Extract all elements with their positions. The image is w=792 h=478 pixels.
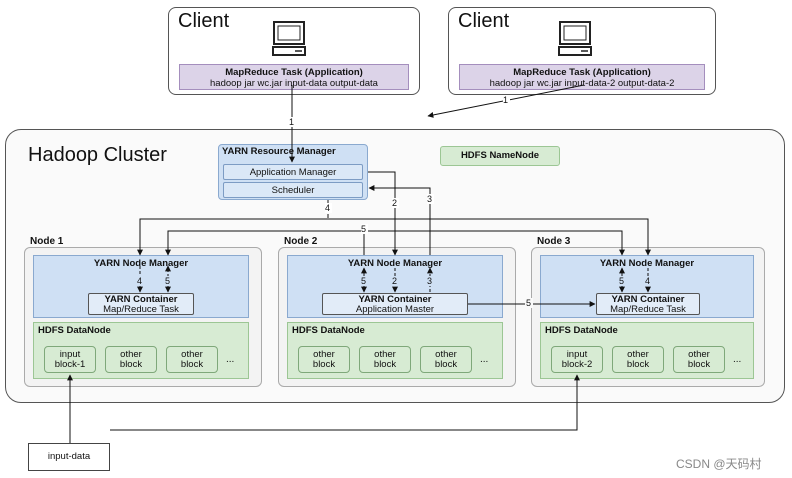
client-title: Client — [458, 10, 510, 32]
arrow-node2-to-scheduler — [368, 185, 431, 255]
arrow-input-to-block2 — [110, 374, 580, 431]
block-line: other — [435, 348, 457, 360]
arrow-label: 5 — [165, 276, 170, 286]
arrow-label: 3 — [427, 276, 432, 286]
arrow-label: 3 — [427, 194, 432, 204]
cluster-title: Hadoop Cluster — [28, 144, 167, 166]
node-manager-title: YARN Node Manager — [93, 258, 189, 269]
client-box-1: Client MapReduce Task (Application) hado… — [168, 7, 420, 95]
mapreduce-task: MapReduce Task (Application) hadoop jar … — [179, 64, 409, 90]
arrow-label: 5 — [526, 298, 531, 308]
block-line: input — [566, 348, 588, 360]
block-line: block — [119, 358, 143, 370]
block-line: other — [120, 348, 142, 360]
node-label: Node 2 — [284, 236, 318, 247]
arrow-label: 2 — [392, 276, 397, 286]
input-data-file: input-data — [28, 443, 110, 471]
task-command: hadoop jar wc.jar input-data-2 output-da… — [489, 78, 675, 89]
node-manager-title: YARN Node Manager — [347, 258, 443, 269]
task-title: MapReduce Task (Application) — [513, 67, 651, 78]
arrow-label: 5 — [361, 224, 366, 234]
container-subtitle: Map/Reduce Task — [610, 304, 686, 315]
task-command: hadoop jar wc.jar input-data output-data — [210, 78, 378, 89]
hdfs-namenode: HDFS NameNode — [440, 146, 560, 166]
yarn-container: YARN Container Application Master — [322, 293, 468, 315]
node-label: Node 1 — [30, 236, 64, 247]
block-line: block — [373, 358, 397, 370]
arrow-label: 5 — [361, 276, 366, 286]
arrow-label: 4 — [137, 276, 142, 286]
yarn-container: YARN Container Map/Reduce Task — [88, 293, 194, 315]
block-line: other — [181, 348, 203, 360]
arrow-label: 4 — [645, 276, 650, 286]
more-blocks: ... — [226, 354, 235, 365]
client-box-2: Client MapReduce Task (Application) hado… — [448, 7, 716, 95]
datanode-title: HDFS DataNode — [545, 325, 618, 336]
application-manager: Application Manager — [223, 164, 363, 180]
node-label: Node 3 — [537, 236, 571, 247]
container-title: YARN Container — [611, 294, 685, 305]
block-line: block-2 — [561, 358, 593, 370]
block-line: block — [434, 358, 458, 370]
computer-monitor-icon — [557, 20, 593, 63]
arrow-label: 1 — [289, 117, 294, 127]
more-blocks: ... — [733, 354, 742, 365]
node-manager-title: YARN Node Manager — [599, 258, 695, 269]
watermark: CSDN @天码村 — [676, 457, 762, 471]
arrow-label: 2 — [392, 198, 397, 208]
block-line: other — [374, 348, 396, 360]
arrow-label: 1 — [503, 95, 508, 105]
block-line: block — [687, 358, 711, 370]
yarn-container: YARN Container Map/Reduce Task — [596, 293, 700, 315]
block-line: block — [626, 358, 650, 370]
arrow-am-to-node2 — [368, 171, 398, 256]
task-title: MapReduce Task (Application) — [225, 67, 363, 78]
arrow-label: 4 — [325, 203, 330, 213]
block-line: input — [59, 348, 81, 360]
container-subtitle: Map/Reduce Task — [103, 304, 179, 315]
block-line: other — [313, 348, 335, 360]
container-subtitle: Application Master — [355, 304, 435, 315]
resource-manager-title: YARN Resource Manager — [222, 146, 336, 157]
more-blocks: ... — [480, 354, 489, 365]
block-line: block — [180, 358, 204, 370]
block-line: block-1 — [54, 358, 86, 370]
container-title: YARN Container — [104, 294, 178, 305]
block-line: other — [688, 348, 710, 360]
block-line: other — [627, 348, 649, 360]
arrow-label: 5 — [619, 276, 624, 286]
mapreduce-task: MapReduce Task (Application) hadoop jar … — [459, 64, 705, 90]
datanode-title: HDFS DataNode — [292, 325, 365, 336]
datanode-title: HDFS DataNode — [38, 325, 111, 336]
block-line: block — [312, 358, 336, 370]
scheduler: Scheduler — [223, 182, 363, 198]
container-title: YARN Container — [358, 294, 432, 305]
computer-monitor-icon — [271, 20, 307, 63]
client-title: Client — [178, 10, 230, 32]
resource-manager: YARN Resource Manager Application Manage… — [218, 144, 368, 200]
